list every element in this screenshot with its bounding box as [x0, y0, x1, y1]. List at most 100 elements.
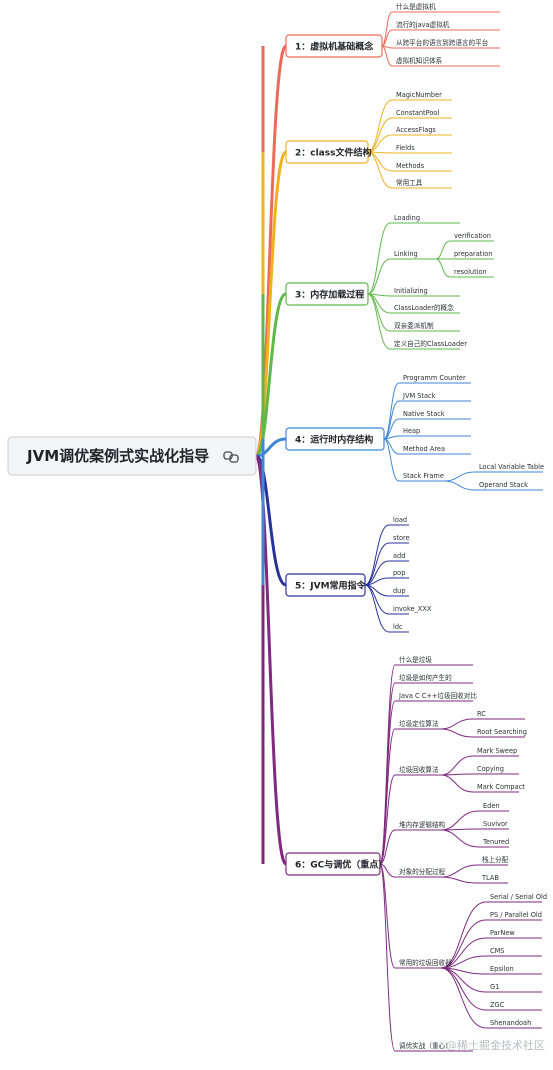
leaf-5-2[interactable]: store: [389, 534, 410, 544]
leaf-3-4[interactable]: ClassLoader的概念: [390, 303, 460, 314]
leaf-6-4[interactable]: 垃圾定位算法: [395, 719, 441, 730]
leaf-6-5-label: 垃圾回收算法: [399, 765, 439, 774]
leaf-6-7-1[interactable]: 栈上分配: [478, 855, 509, 866]
leaf-5-1[interactable]: load: [389, 516, 409, 526]
leaf-6-2[interactable]: 垃圾是如何产生的: [395, 673, 473, 684]
leaf-1-4[interactable]: 虚拟机知识体系: [392, 56, 500, 67]
edge-2-1: [367, 99, 393, 153]
leaf-4-5[interactable]: Method Area: [399, 445, 471, 455]
category-node-5[interactable]: 5：JVM常用指令: [285, 573, 367, 597]
leaf-6-5-2[interactable]: Copying: [473, 765, 519, 775]
edge-6-7: [379, 863, 396, 878]
leaf-2-2[interactable]: ConstantPool: [392, 109, 452, 119]
edge-2-5: [367, 151, 393, 172]
leaf-1-1[interactable]: 什么是虚拟机: [392, 2, 500, 13]
leaf-6-8-8[interactable]: Shenandoah: [486, 1019, 542, 1029]
leaf-1-3[interactable]: 从跨平台的语言到跨语言的平台: [392, 38, 500, 49]
leaf-3-2-3[interactable]: resolution: [450, 268, 494, 278]
leaf-1-4-label: 虚拟机知识体系: [396, 56, 443, 65]
category-node-6[interactable]: 6：GC与调优（重点）: [285, 852, 387, 876]
leaf-4-1[interactable]: Programm Counter: [399, 374, 471, 384]
leaf-6-4-1[interactable]: RC: [473, 710, 525, 720]
edge-6-4-2: [440, 728, 474, 738]
edge-6-5: [379, 774, 396, 865]
leaf-3-5[interactable]: 双亲委派机制: [390, 321, 460, 332]
leaf-6-5-1-label: Mark Sweep: [477, 747, 517, 755]
leaf-2-1[interactable]: MagicNumber: [392, 91, 452, 101]
leaf-6-7-2-label: TLAB: [481, 874, 499, 882]
leaf-3-2[interactable]: Linking: [390, 250, 436, 260]
leaf-6-3[interactable]: Java C C++垃圾回收对比: [395, 691, 477, 702]
leaf-6-6-2[interactable]: Suvivor: [479, 820, 509, 830]
category-node-4[interactable]: 4：运行时内存结构: [285, 427, 385, 451]
leaf-4-6-2-label: Operand Stack: [479, 481, 528, 489]
leaf-3-2-2[interactable]: preparation: [450, 250, 494, 260]
leaf-2-5-label: Methods: [396, 162, 425, 170]
leaf-4-2[interactable]: JVM Stack: [399, 392, 471, 402]
edge-6-6: [379, 829, 396, 865]
edge-1-1: [381, 11, 393, 47]
leaf-6-8-1[interactable]: Serial / Serial Old: [486, 893, 547, 903]
leaf-6-8-7[interactable]: ZGC: [486, 1001, 542, 1011]
leaf-3-2-1[interactable]: verification: [450, 232, 494, 242]
leaf-6-1[interactable]: 什么是垃圾: [395, 655, 473, 666]
category-node-1[interactable]: 1：虚拟机基础概念: [285, 34, 383, 58]
leaf-4-4[interactable]: Heap: [399, 427, 471, 437]
edge-5-3: [364, 560, 390, 586]
category-node-3[interactable]: 3：内存加载过程: [285, 282, 369, 306]
leaf-5-5[interactable]: dup: [389, 587, 409, 597]
leaf-6-8-6-label: G1: [490, 983, 499, 991]
leaf-5-4[interactable]: pop: [389, 569, 409, 579]
root-node[interactable]: JVM调优案例式实战化指导: [7, 436, 257, 476]
leaf-5-6-label: invoke_XXX: [393, 605, 432, 613]
leaf-4-4-label: Heap: [403, 427, 420, 435]
category-box: [285, 427, 385, 451]
leaf-6-4-2-label: Root Searching: [477, 728, 527, 736]
edge-6-6-1: [440, 810, 480, 831]
leaf-6-7[interactable]: 对象的分配过程: [395, 867, 446, 878]
leaf-6-9[interactable]: 调优实战（重心）: [395, 1041, 473, 1052]
leaf-6-8-5[interactable]: Epsilon: [486, 965, 542, 975]
leaf-2-5[interactable]: Methods: [392, 162, 452, 172]
leaf-6-5-1[interactable]: Mark Sweep: [473, 747, 519, 757]
leaf-6-7-2[interactable]: TLAB: [478, 874, 508, 884]
leaf-6-8-3[interactable]: ParNew: [486, 929, 542, 939]
leaf-6-8-4[interactable]: CMS: [486, 947, 542, 957]
edge-6-8-7: [440, 967, 487, 1011]
leaf-2-4[interactable]: Fields: [392, 144, 452, 154]
leaf-4-6-1[interactable]: Local Variable Table: [475, 463, 544, 473]
leaf-6-8[interactable]: 常用的垃圾回收器: [395, 958, 452, 969]
leaf-5-6[interactable]: invoke_XXX: [389, 605, 432, 615]
leaf-6-4-2[interactable]: Root Searching: [473, 728, 527, 738]
category-node-2[interactable]: 2：class文件结构: [285, 140, 371, 164]
leaf-4-6[interactable]: Stack Frame: [399, 472, 445, 482]
leaf-6-6-3[interactable]: Tenured: [479, 838, 509, 848]
leaf-6-5[interactable]: 垃圾回收算法: [395, 765, 441, 776]
edge-6-8: [379, 863, 396, 969]
link-icon[interactable]: [223, 451, 239, 463]
leaf-6-8-2[interactable]: PS / Parallel Old: [486, 911, 542, 921]
leaf-4-6-2[interactable]: Operand Stack: [475, 481, 543, 491]
leaf-1-2[interactable]: 流行的java虚拟机: [392, 20, 500, 31]
edge-1-4: [381, 45, 393, 67]
leaf-3-3-label: Initializing: [394, 287, 428, 295]
edge-6-7-2: [440, 876, 479, 884]
leaf-6-6-1[interactable]: Eden: [479, 802, 509, 812]
leaf-2-3[interactable]: AccessFlags: [392, 126, 452, 136]
leaf-3-3[interactable]: Initializing: [390, 287, 460, 297]
edge-5-6: [364, 584, 390, 615]
leaf-4-3[interactable]: Native Stack: [399, 410, 471, 420]
leaf-5-3[interactable]: add: [389, 552, 409, 562]
leaf-3-1[interactable]: Loading: [390, 214, 460, 224]
leaf-3-6[interactable]: 定义自己的ClassLoader: [390, 339, 467, 350]
leaf-3-6-label: 定义自己的ClassLoader: [394, 339, 467, 348]
leaf-6-8-6[interactable]: G1: [486, 983, 542, 993]
edge-6-8-3: [440, 937, 487, 969]
leaf-2-6[interactable]: 常用工具: [392, 178, 452, 189]
edge-3-2: [367, 258, 391, 295]
trunk-5: [254, 454, 288, 587]
leaf-5-7[interactable]: ldc: [389, 623, 409, 633]
leaf-6-6[interactable]: 堆内存逻辑结构: [395, 820, 446, 831]
leaf-6-5-3[interactable]: Mark Compact: [473, 783, 525, 793]
